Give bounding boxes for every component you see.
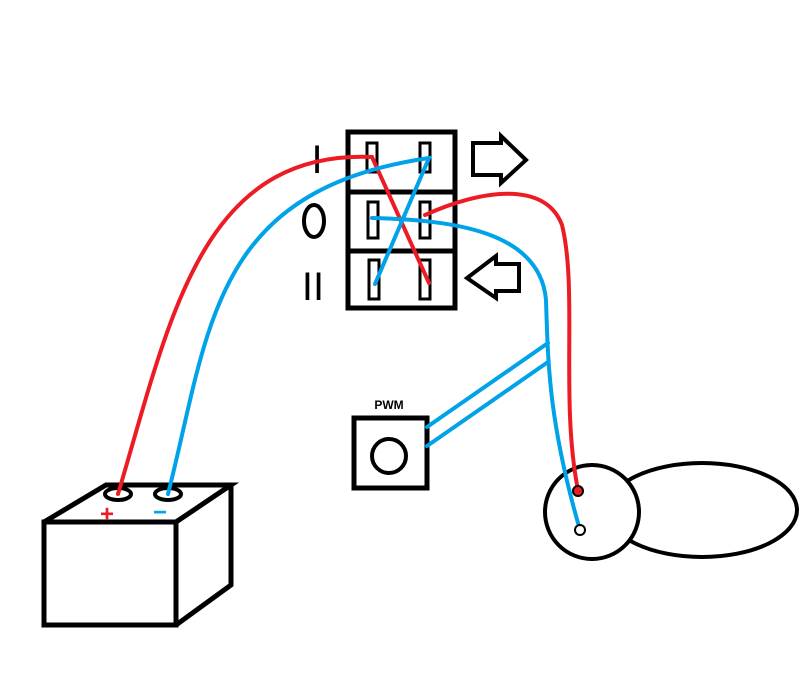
position-label-two: II — [302, 265, 324, 309]
motor-terminal-negative — [574, 524, 586, 536]
minus-sign: − — [153, 499, 167, 526]
blue-wire-motor — [370, 216, 582, 532]
wires — [116, 154, 582, 532]
blue-wire-pwm-2 — [425, 360, 550, 448]
position-label-off: O — [314, 231, 315, 233]
arrow-right-icon — [471, 131, 529, 188]
pwm-label: PWM — [374, 398, 403, 412]
motor — [543, 461, 799, 561]
blue-wire-pwm-1 — [425, 341, 550, 429]
blue-wire-battery — [166, 155, 433, 496]
red-wire-motor — [423, 191, 580, 492]
battery: + − — [41, 482, 240, 628]
pwm-controller: PWM — [351, 398, 430, 491]
arrow-left-icon — [463, 251, 521, 302]
plus-sign: + — [100, 501, 114, 528]
motor-terminal-positive — [572, 485, 584, 497]
red-wire-battery — [116, 154, 431, 496]
position-label-off-glyph — [302, 203, 326, 239]
pwm-knob — [370, 437, 408, 475]
